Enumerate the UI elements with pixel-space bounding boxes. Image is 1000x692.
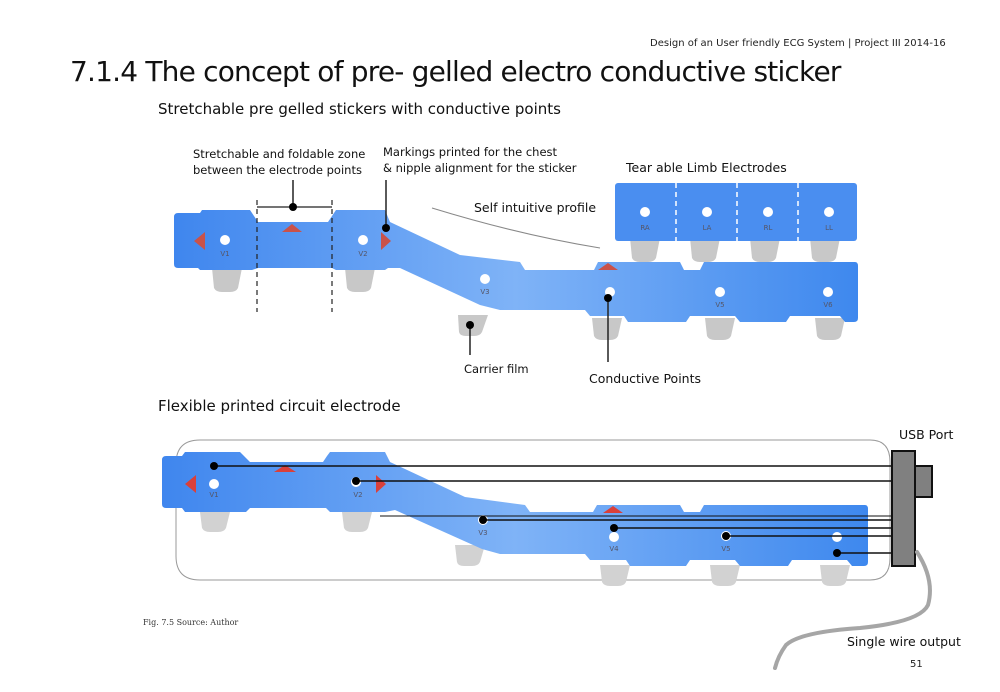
- page-title: 7.1.4 The concept of pre- gelled electro…: [70, 55, 841, 88]
- carrier-film-label: Carrier film: [464, 362, 529, 376]
- svg-text:V6: V6: [823, 301, 833, 309]
- circuit-traces: [214, 465, 892, 554]
- svg-text:LL: LL: [825, 224, 833, 232]
- carrier-tabs: [212, 238, 845, 340]
- usb-connector: [914, 465, 933, 498]
- svg-text:V4: V4: [609, 545, 619, 553]
- usb-port-label: USB Port: [899, 427, 954, 442]
- circuit-housing-outline: [175, 439, 891, 581]
- conductive-points-top: [220, 207, 834, 297]
- profile-curve: [431, 207, 601, 249]
- stretch-zone-label: Stretchable and foldable zone between th…: [193, 147, 366, 177]
- alignment-markers: [194, 224, 618, 270]
- label-v2-top: V2: [358, 250, 367, 258]
- svg-text:V1: V1: [209, 491, 218, 499]
- page-number: 51: [910, 659, 923, 670]
- svg-text:RA: RA: [640, 224, 650, 232]
- limb-electrodes: [615, 183, 857, 241]
- svg-text:V3: V3: [480, 288, 489, 296]
- markings-label: Markings printed for the chest & nipple …: [383, 145, 577, 175]
- limb-electrodes-label: Tear able Limb Electrodes: [626, 160, 787, 175]
- profile-label: Self intuitive profile: [474, 200, 597, 215]
- running-head: Design of an User friendly ECG System | …: [650, 38, 946, 49]
- svg-text:RL: RL: [764, 224, 773, 232]
- chest-sticker-top: [174, 210, 858, 322]
- single-wire-label: Single wire output: [847, 634, 961, 649]
- usb-port-body: [891, 450, 916, 567]
- section-heading-stickers: Stretchable pre gelled stickers with con…: [158, 100, 561, 118]
- single-wire: [773, 550, 932, 670]
- figure-caption: Fig. 7.5 Source: Author: [143, 618, 239, 627]
- section-heading-circuit: Flexible printed circuit electrode: [158, 397, 401, 415]
- svg-text:V5: V5: [715, 301, 724, 309]
- label-v1-top: V1: [220, 250, 229, 258]
- svg-text:V2: V2: [353, 491, 362, 499]
- conductive-points-label: Conductive Points: [589, 371, 702, 386]
- circuit-sticker: [162, 452, 868, 566]
- svg-text:LA: LA: [703, 224, 712, 232]
- svg-text:V5: V5: [721, 545, 730, 553]
- svg-text:V3: V3: [478, 529, 487, 537]
